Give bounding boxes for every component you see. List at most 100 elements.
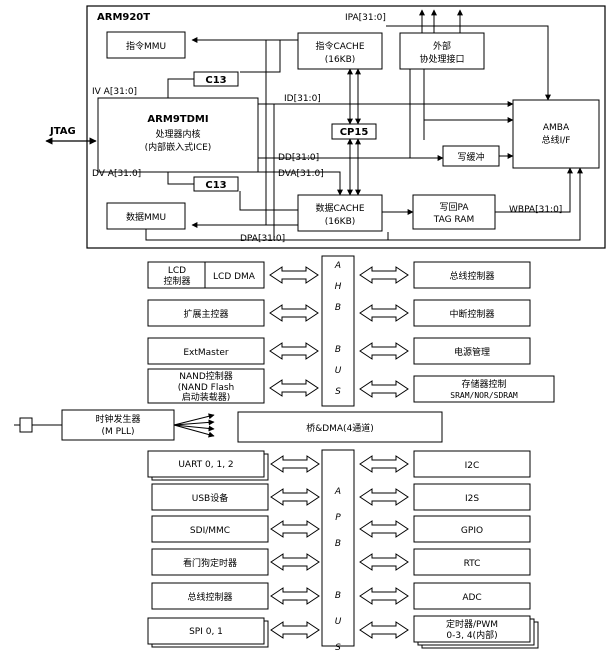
instruction-cache-label: 指令CACHE: [315, 40, 364, 52]
apb-left-modules: UART 0, 1, 2 USB设备 SDI/MMC 看门狗定时器 总线控制器 …: [147, 450, 269, 648]
instruction-mmu-label: 指令MMU: [126, 40, 166, 52]
apb-arrow-right-6: [359, 621, 409, 639]
c13-instruction-label: C13: [205, 75, 226, 86]
bridge-dma: [237, 411, 443, 443]
watchdog-module: [151, 548, 269, 576]
writeback-tag-label-2: TAG RAM: [433, 215, 474, 225]
apb-arrow-left-2: [270, 488, 320, 506]
timer-label-1: 定时器/PWM: [446, 618, 498, 630]
extmaster-module: [147, 337, 265, 365]
clock-generator: [61, 409, 175, 441]
uart-module: [147, 450, 265, 478]
apb-arrow-left-4: [270, 553, 320, 571]
data-cache-label: 数据CACHE: [315, 202, 364, 214]
timer-label-2: 0-3, 4(内部): [446, 629, 497, 641]
i2s-module: [413, 483, 531, 511]
instruction-mmu: [106, 31, 186, 59]
clock-dma-section: 时钟发生器 (M PLL) 桥&DMA(4通道): [14, 409, 443, 443]
ahb-bus-letter: A: [334, 261, 341, 271]
clock-label-1: 时钟发生器: [95, 413, 140, 425]
ahb-arrow-left-3: [269, 342, 319, 360]
amba-label-2: 总线I/F: [542, 134, 571, 146]
arm9tdmi-core: [97, 97, 259, 173]
data-mmu: [106, 202, 186, 230]
uart-label: UART 0, 1, 2: [178, 460, 233, 470]
apb-arrow-right-5: [359, 587, 409, 605]
interrupt-controller-module: [413, 299, 531, 327]
gpio-module: [413, 515, 531, 543]
nand-controller-module: [147, 368, 265, 404]
timer-pwm-module: [413, 615, 531, 643]
usb-device-module: [151, 483, 269, 511]
spi-label: SPI 0, 1: [189, 627, 223, 637]
ipa-bus-label: IPA[31:0]: [345, 13, 386, 23]
ahb-arrow-right-2: [359, 304, 409, 322]
ahb-arrow-right-4: [359, 380, 409, 398]
coprocessor-interface: [399, 32, 485, 70]
ahb-arrow-left-4: [269, 379, 319, 397]
jtag-label: JTAG: [49, 126, 76, 137]
dva-bus-label: DVA[31:0]: [278, 169, 324, 179]
apb-arrow-right-1: [359, 455, 409, 473]
ahb-bus-letter: B: [335, 303, 341, 313]
memory-controller-module: [413, 375, 555, 403]
memory-controller-label-2: SRAM/NOR/SDRAM: [450, 391, 518, 400]
lcd-label-2: 控制器: [163, 275, 190, 287]
iva-bus-label: IV A[31:0]: [92, 87, 137, 97]
expansion-master-module: [147, 299, 265, 327]
instruction-cache-size: (16KB): [325, 55, 356, 65]
lcd-dma-label: LCD DMA: [213, 272, 256, 282]
nand-label-3: 启动装载器): [182, 391, 231, 403]
nand-label-1: NAND控制器: [179, 370, 233, 382]
i2c-label: I2C: [465, 461, 480, 471]
apb-bus-letter: A: [334, 487, 341, 497]
cp15: [331, 123, 377, 140]
bus-controller-label: 总线控制器: [449, 270, 494, 282]
apb-arrow-left-6: [270, 621, 320, 639]
bridge-dma-label: 桥&DMA(4通道): [306, 422, 374, 434]
extmaster-label: ExtMaster: [183, 348, 229, 358]
dpa-bus-label: DPA[31:0]: [240, 234, 285, 244]
power-management-module: [413, 337, 531, 365]
clock-label-2: (M PLL): [101, 427, 134, 437]
apb-bus-controller-label: 总线控制器: [187, 591, 232, 603]
i2c-module: [413, 450, 531, 478]
ahb-arrow-right-3: [359, 342, 409, 360]
bus-controller-module: [413, 261, 531, 289]
wbpa-bus-label: WBPA[31:0]: [509, 205, 562, 215]
adc-module: [413, 582, 531, 610]
clock-fanout: [173, 413, 215, 438]
adc-label: ADC: [462, 593, 481, 603]
c13-data-label: C13: [205, 180, 226, 191]
apb-right-modules: I2C I2S GPIO RTC ADC 定时器/PWM 0-3, 4(内部): [413, 450, 539, 649]
apb-arrow-right-4: [359, 553, 409, 571]
amba-label-1: AMBA: [543, 123, 570, 133]
data-cache: [297, 194, 383, 232]
interrupt-controller-label: 中断控制器: [449, 308, 494, 320]
apb-arrow-left-1: [270, 455, 320, 473]
coprocessor-label-2: 协处理接口: [419, 53, 464, 65]
sdi-mmc-label: SDI/MMC: [190, 526, 230, 536]
apb-bus-letter: P: [335, 513, 341, 523]
usb-device-label: USB设备: [192, 492, 228, 504]
i2s-label: I2S: [465, 494, 479, 504]
gpio-label: GPIO: [461, 526, 483, 536]
core-title: ARM920T: [97, 12, 150, 23]
instruction-cache: [297, 32, 383, 70]
rtc-module: [413, 548, 531, 576]
apb-arrow-right-3: [359, 520, 409, 538]
apb-arrow-left-5: [270, 587, 320, 605]
dva-left-label: DV A[31:0]: [92, 169, 141, 179]
cpu-ice: (内部嵌入式ICE): [145, 141, 212, 153]
cpu-name: ARM9TDMI: [147, 114, 208, 125]
write-buffer-label: 写缓冲: [457, 151, 484, 163]
apb-bus-letter: S: [335, 643, 341, 653]
apb-arrow-right-2: [359, 488, 409, 506]
watchdog-label: 看门狗定时器: [183, 557, 237, 569]
power-management-label: 电源管理: [454, 346, 490, 358]
apb-bus: [321, 449, 355, 647]
writeback-tag-ram: [412, 194, 496, 230]
apb-bus-letter: B: [335, 591, 341, 601]
cpu-desc: 处理器内核: [155, 128, 200, 140]
